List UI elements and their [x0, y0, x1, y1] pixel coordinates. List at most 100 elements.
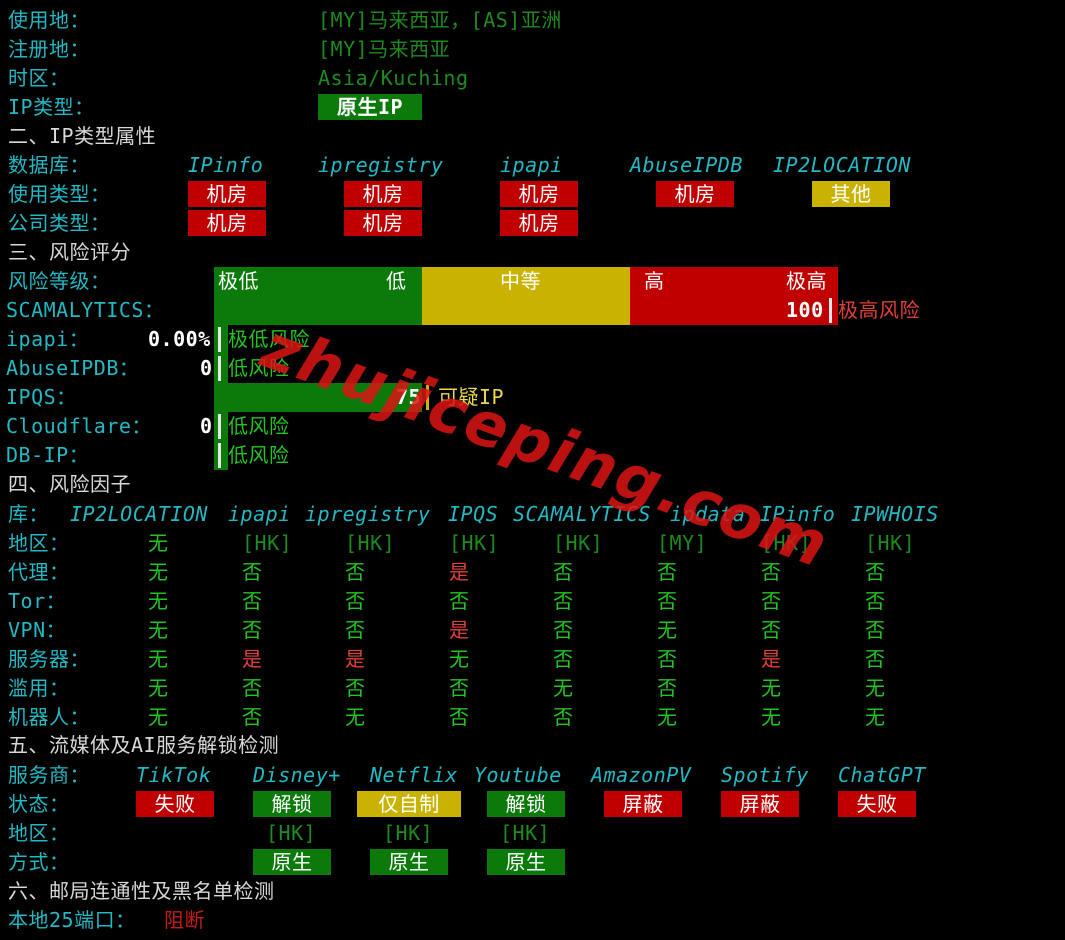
risk-scale-green — [214, 267, 422, 325]
factor-cell: 无 — [345, 705, 366, 729]
factor-cell: 否 — [553, 618, 574, 642]
company-type-ipinfo: 机房 — [188, 210, 266, 236]
risk-source-dbip: DB-IP： — [6, 443, 90, 467]
risk-verdict-abuseipdb: 低风险 — [228, 356, 290, 380]
score-marker — [829, 298, 832, 323]
provider-disney: Disney+ — [253, 763, 341, 787]
factor-row-label: 服务器： — [8, 647, 90, 671]
factor-cell: 无 — [148, 589, 169, 613]
score-marker — [218, 443, 221, 468]
factor-cell: 否 — [449, 676, 470, 700]
score-marker — [218, 414, 221, 439]
factor-cell: 无 — [761, 676, 782, 700]
company-type-ipregistry: 机房 — [344, 210, 422, 236]
db-abuseipdb: AbuseIPDB — [630, 153, 743, 177]
lib-ipwhois: IPWHOIS — [851, 502, 939, 526]
factor-cell: 否 — [242, 676, 263, 700]
company-type-ipapi: 机房 — [500, 210, 578, 236]
port25-value: 阻断 — [164, 908, 205, 932]
factor-cell: 是 — [449, 618, 470, 642]
db-ipinfo: IPinfo — [188, 153, 264, 177]
region-label: 地区： — [8, 821, 70, 845]
level-very-high: 极高 — [786, 269, 827, 293]
factor-cell: 否 — [657, 560, 678, 584]
status-amazonpv: 屏蔽 — [604, 791, 682, 817]
factor-cell: 否 — [657, 647, 678, 671]
factor-cell: 无 — [449, 647, 470, 671]
factor-cell: 无 — [148, 560, 169, 584]
registered-location-value: [MY]马来西亚 — [318, 37, 451, 61]
lib-ipinfo: IPinfo — [760, 502, 836, 526]
risk-source-ipapi: ipapi： — [6, 327, 90, 351]
factor-cell: 无 — [761, 705, 782, 729]
usage-type-abuseipdb: 机房 — [656, 181, 734, 207]
factor-row-label: 代理： — [8, 560, 70, 584]
score-marker — [426, 385, 429, 410]
factor-cell: 无 — [148, 531, 169, 555]
usage-type-ipregistry: 机房 — [344, 181, 422, 207]
factor-cell: 否 — [553, 705, 574, 729]
factor-cell: 否 — [865, 589, 886, 613]
factor-cell: 否 — [242, 705, 263, 729]
section2-title: 二、IP类型属性 — [8, 124, 157, 148]
factor-row-label: Tor： — [8, 589, 67, 613]
port25-label: 本地25端口： — [8, 908, 136, 932]
factor-cell: 否 — [242, 589, 263, 613]
risk-scale-red — [630, 267, 838, 325]
timezone-value: Asia/Kuching — [318, 66, 469, 90]
factor-cell: 否 — [553, 589, 574, 613]
method-disney: 原生 — [253, 849, 331, 875]
status-disney: 解锁 — [253, 791, 331, 817]
db-ipapi: ipapi — [500, 153, 563, 177]
score-marker — [218, 327, 221, 352]
factor-cell: [HK] — [449, 531, 500, 555]
factor-cell: 否 — [345, 560, 366, 584]
risk-scale-yellow — [422, 267, 630, 325]
usage-location-label: 使用地： — [8, 8, 90, 32]
risk-score-cloudflare: 0 — [200, 414, 213, 438]
factor-cell: 否 — [865, 647, 886, 671]
provider-amazonpv: AmazonPV — [591, 763, 692, 787]
risk-source-ipqs: IPQS： — [6, 385, 77, 409]
factor-cell: [HK] — [761, 531, 812, 555]
level-low: 低 — [386, 269, 407, 293]
method-netflix: 原生 — [370, 849, 448, 875]
factor-row-label: VPN： — [8, 618, 67, 642]
factor-cell: [HK] — [865, 531, 916, 555]
risk-verdict-ipapi: 极低风险 — [228, 327, 310, 351]
risk-verdict-dbip: 低风险 — [228, 443, 290, 467]
region-netflix: [HK] — [383, 821, 434, 845]
factor-cell: 否 — [865, 618, 886, 642]
region-youtube: [HK] — [500, 821, 551, 845]
provider-label: 服务商： — [8, 763, 90, 787]
registered-location-label: 注册地： — [8, 37, 90, 61]
factor-cell: 无 — [657, 705, 678, 729]
risk-level-label: 风险等级： — [8, 269, 111, 293]
lib-scamalytics: SCAMALYTICS — [513, 502, 651, 526]
risk-source-cloudflare: Cloudflare： — [6, 414, 152, 438]
status-label: 状态： — [8, 792, 70, 816]
provider-chatgpt: ChatGPT — [838, 763, 926, 787]
risk-verdict-scamalytics: 极高风险 — [838, 298, 920, 322]
usage-type-ipinfo: 机房 — [188, 181, 266, 207]
factor-cell: [MY] — [657, 531, 708, 555]
factor-cell: 否 — [449, 705, 470, 729]
factor-cell: 否 — [345, 618, 366, 642]
section4-title: 四、风险因子 — [8, 472, 131, 496]
risk-strip-ipqs — [214, 383, 422, 412]
factor-cell: 否 — [553, 560, 574, 584]
factor-cell: 否 — [449, 589, 470, 613]
factor-cell: 无 — [865, 676, 886, 700]
factor-cell: [HK] — [345, 531, 396, 555]
factor-cell: 否 — [657, 676, 678, 700]
risk-score-scamalytics: 100 — [786, 298, 824, 322]
company-type-label: 公司类型： — [8, 211, 111, 235]
risk-score-ipapi: 0.00% — [148, 327, 211, 351]
usage-type-ip2location: 其他 — [812, 181, 890, 207]
factor-cell: 是 — [761, 647, 782, 671]
factor-cell: 无 — [148, 676, 169, 700]
risk-verdict-cloudflare: 低风险 — [228, 414, 290, 438]
factor-cell: 无 — [553, 676, 574, 700]
factor-cell: [HK] — [242, 531, 293, 555]
